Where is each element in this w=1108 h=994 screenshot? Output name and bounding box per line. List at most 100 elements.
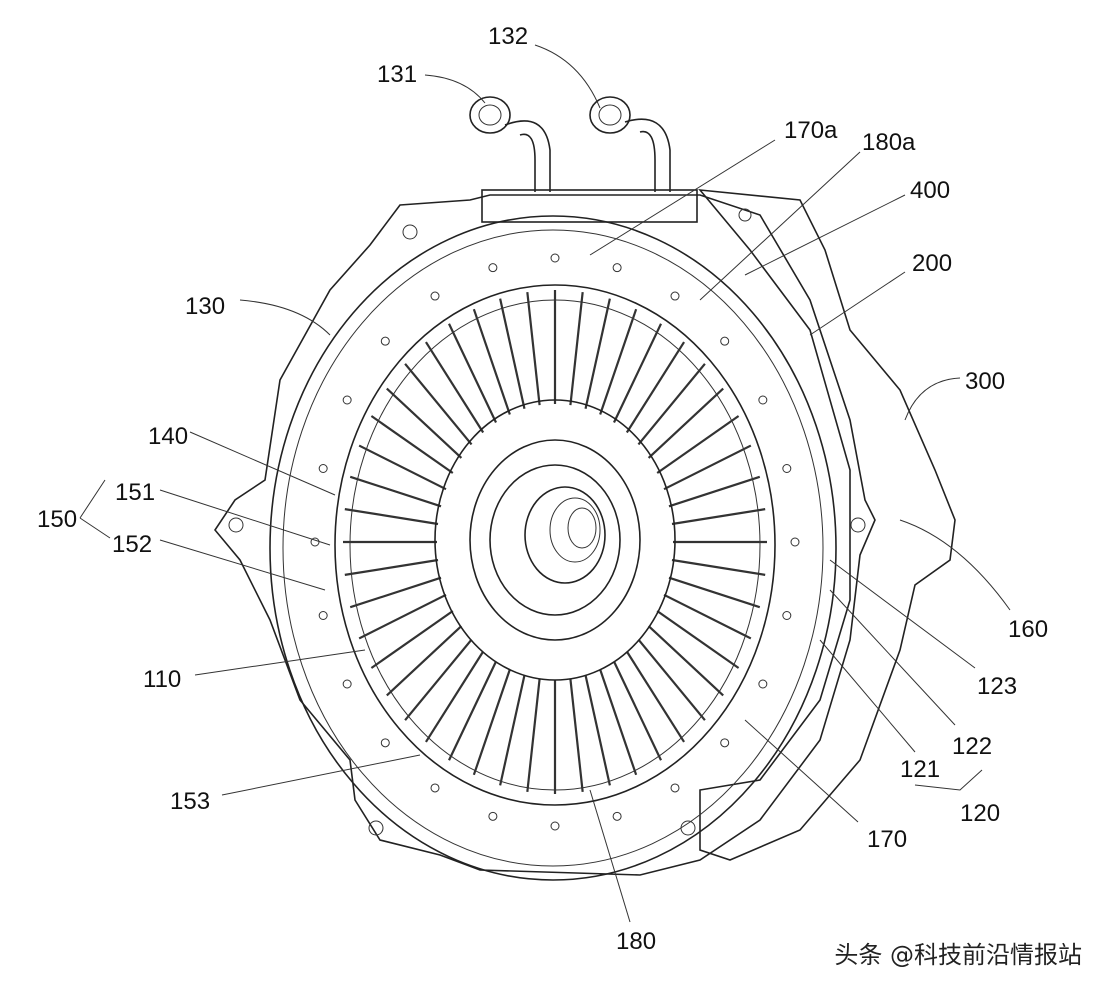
label-152: 152	[112, 531, 152, 558]
label-132: 132	[488, 23, 528, 50]
label-170: 170	[867, 826, 907, 853]
stator-spoke	[358, 593, 447, 640]
terminal-hole	[758, 395, 768, 405]
terminal-hole	[430, 291, 440, 301]
label-110: 110	[143, 666, 181, 693]
terminal-hole	[318, 611, 328, 621]
stator-spoke	[526, 292, 541, 406]
label-140: 140	[148, 423, 188, 450]
terminal-hole	[488, 811, 498, 821]
inner-winding-ring	[434, 399, 676, 681]
stator-spoke	[499, 298, 526, 409]
label-131: 131	[377, 61, 417, 88]
terminal-hole	[380, 336, 390, 346]
terminal-hole	[612, 811, 622, 821]
stator-spoke	[448, 661, 497, 761]
terminal-hole	[782, 463, 792, 473]
stator-spoke	[448, 323, 497, 423]
stator-ring	[334, 284, 776, 806]
terminal-hole	[720, 738, 730, 748]
label-170a: 170a	[784, 117, 838, 144]
stator-spoke	[358, 444, 447, 491]
stator-spoke	[386, 387, 463, 459]
label-150: 150	[37, 506, 77, 533]
stator-spoke	[668, 475, 761, 508]
label-122: 122	[952, 733, 992, 760]
stator-spoke	[569, 678, 584, 792]
label-123: 123	[977, 673, 1017, 700]
stator-spoke	[569, 292, 584, 406]
stator-spoke	[425, 341, 485, 434]
stator-spoke	[344, 558, 439, 576]
pipe-132	[589, 96, 671, 192]
terminal-hole	[342, 679, 352, 689]
cooling-manifold	[481, 189, 698, 223]
stator-spoke	[599, 308, 638, 415]
stator-spoke	[625, 341, 685, 434]
stator-spoke	[613, 661, 662, 761]
shaft-bore	[524, 486, 606, 584]
label-400: 400	[910, 177, 950, 204]
terminal-hole	[758, 679, 768, 689]
outer-ring-130	[269, 215, 837, 881]
label-130: 130	[185, 293, 225, 320]
terminal-hole	[380, 738, 390, 748]
stator-spokes	[310, 253, 800, 831]
stator-spoke	[671, 508, 766, 526]
leader-lines	[79, 44, 1011, 923]
terminal-hole	[342, 395, 352, 405]
stator-spoke	[370, 415, 454, 474]
stator-spoke	[647, 625, 724, 697]
terminal-hole	[488, 263, 498, 273]
stator-spoke	[404, 638, 473, 721]
stator-spoke	[404, 363, 473, 446]
terminal-hole	[612, 263, 622, 273]
stator-spoke	[349, 475, 442, 508]
stator-spoke	[386, 625, 463, 697]
stator-spoke	[663, 593, 752, 640]
stator-spoke	[671, 558, 766, 576]
stator-spoke	[526, 678, 541, 792]
stator-spoke	[656, 415, 740, 474]
terminal-hole	[782, 611, 792, 621]
stator-spoke	[584, 298, 611, 409]
terminal-hole	[670, 783, 680, 793]
housing-300	[698, 189, 956, 861]
label-153: 153	[170, 788, 210, 815]
terminal-hole	[430, 783, 440, 793]
stator-spoke	[584, 675, 611, 786]
stator-spoke	[637, 363, 706, 446]
stator-spoke	[613, 323, 662, 423]
terminal-hole	[550, 821, 560, 831]
stator-spoke	[599, 669, 638, 776]
stator-spoke	[499, 675, 526, 786]
stator-spoke	[344, 508, 439, 526]
stator-spoke	[472, 308, 511, 415]
label-160: 160	[1008, 616, 1048, 643]
bolt-holes	[228, 208, 866, 836]
pipe-131	[469, 96, 551, 192]
label-121: 121	[900, 756, 940, 783]
terminal-hole	[318, 463, 328, 473]
terminal-hole	[720, 336, 730, 346]
hub	[469, 439, 641, 641]
stator-spoke	[668, 576, 761, 609]
terminal-hole	[550, 253, 560, 263]
stator-spoke	[625, 650, 685, 743]
stator-spoke	[370, 610, 454, 669]
stator-spoke	[637, 638, 706, 721]
label-151: 151	[115, 479, 155, 506]
terminal-hole	[670, 291, 680, 301]
label-120: 120	[960, 800, 1000, 827]
terminal-hole	[790, 537, 800, 547]
stator-spoke	[425, 650, 485, 743]
label-180: 180	[616, 928, 656, 955]
label-200: 200	[912, 250, 952, 277]
stator-spoke	[663, 444, 752, 491]
stator-spoke	[647, 387, 724, 459]
label-300: 300	[965, 368, 1005, 395]
label-180a: 180a	[862, 129, 916, 156]
watermark: 头条 @科技前沿情报站	[834, 941, 1082, 969]
